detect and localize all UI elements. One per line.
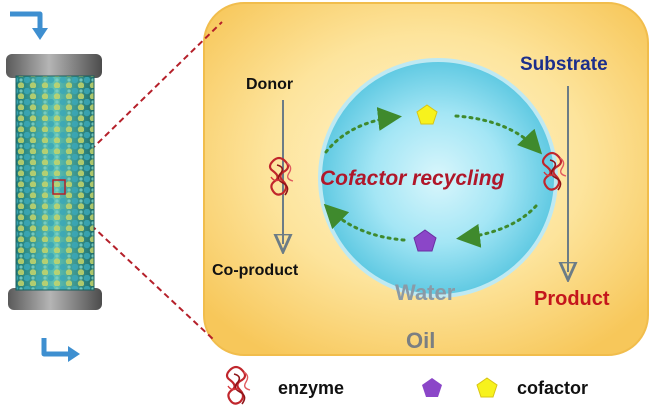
column-zoom-box [52,179,66,195]
product-label: Product [534,288,610,310]
water-label: Water [395,280,456,305]
substrate-label: Substrate [520,54,608,75]
cofactor-purple-pentagon-icon [413,229,437,252]
legend-purple-pentagon-icon [422,378,442,397]
zoom-line-top [61,21,223,179]
oil-label: Oil [406,328,436,353]
co-product-label: Co-product [212,262,299,279]
cycle-arrow-bottom-left [323,203,406,242]
legend-enzyme-icon [225,365,252,406]
legend-yellow-pentagon-icon [476,377,498,398]
legend-cofactor-label: cofactor [517,378,589,398]
legend-enzyme-label: enzyme [278,378,345,398]
cycle-arrow-top-right [454,114,543,155]
flow-out-arrow-icon [41,338,70,357]
cofactor-yellow-pentagon-icon [416,104,438,125]
packed-bed-column [6,54,102,310]
cycle-arrow-top-left [324,107,402,154]
donor-label: Donor [246,76,294,93]
flow-in-arrow-icon [10,11,43,30]
cofactor-recycling-label: Cofactor recycling [320,167,505,190]
cycle-arrow-bottom-right [456,204,538,248]
